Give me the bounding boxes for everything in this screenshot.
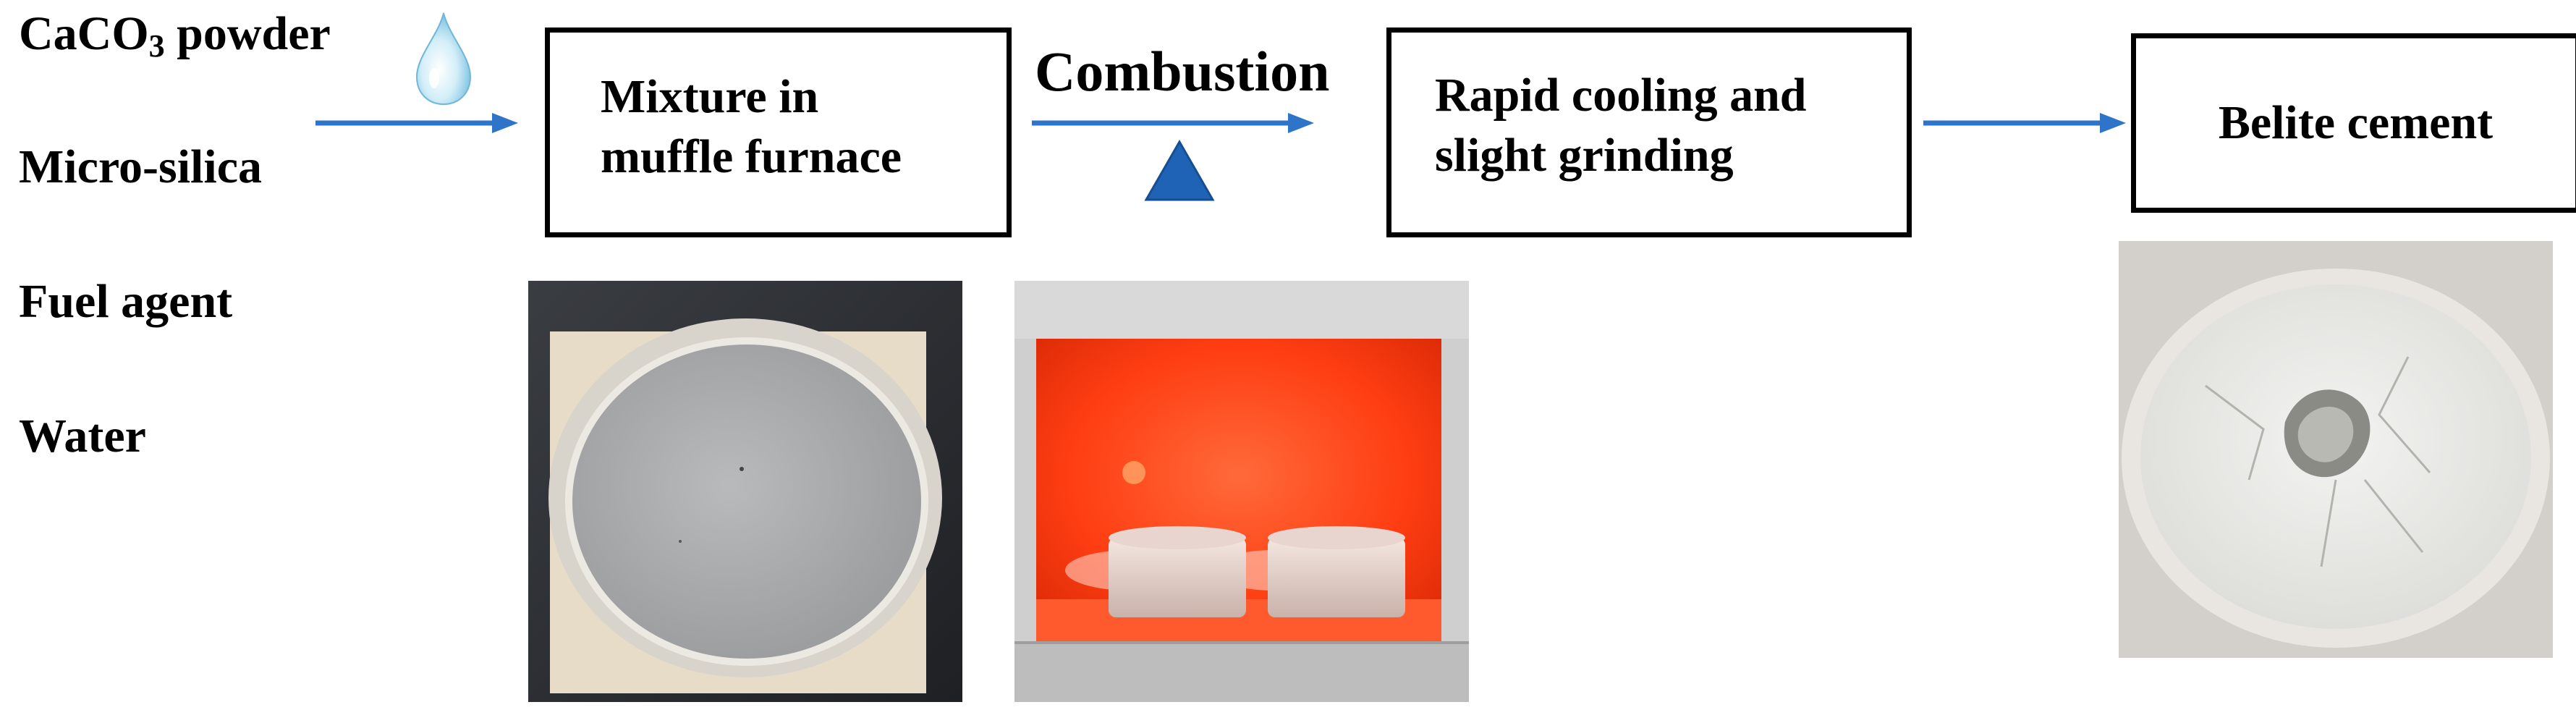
ingredient-caco3-main: CaCO [19, 7, 149, 60]
arrow-to-mixture [315, 113, 518, 133]
step-belite-label: Belite cement [2218, 96, 2494, 149]
furnace-photo [1014, 281, 1469, 702]
water-drop-icon [415, 12, 472, 106]
step-cooling-line2: slight grinding [1435, 128, 1734, 182]
belite-cement-photo [2119, 241, 2553, 658]
step-mixture-line2: muffle furnace [601, 130, 902, 183]
ingredient-caco3: CaCO3 powder [19, 7, 331, 62]
ingredient-fuel-agent: Fuel agent [19, 275, 233, 328]
step-belite-box: Belite cement [2131, 33, 2576, 213]
ingredient-water: Water [19, 410, 146, 462]
step-cooling-line1: Rapid cooling and [1435, 69, 1807, 122]
step-mixture-box: Mixture in muffle furnace [545, 28, 1012, 237]
arrow-combustion [1032, 113, 1314, 133]
ingredient-caco3-rest: powder [164, 7, 331, 60]
combustion-label: Combustion [1035, 40, 1330, 103]
ingredient-micro-silica: Micro-silica [19, 140, 262, 193]
step-cooling-box: Rapid cooling and slight grinding [1386, 28, 1912, 237]
arrow-to-belite [1923, 113, 2126, 133]
mixture-dish-photo [528, 281, 962, 702]
triangle-heat-icon [1144, 139, 1215, 201]
step-mixture-line1: Mixture in [601, 70, 819, 123]
ingredient-caco3-subscript: 3 [148, 28, 165, 64]
